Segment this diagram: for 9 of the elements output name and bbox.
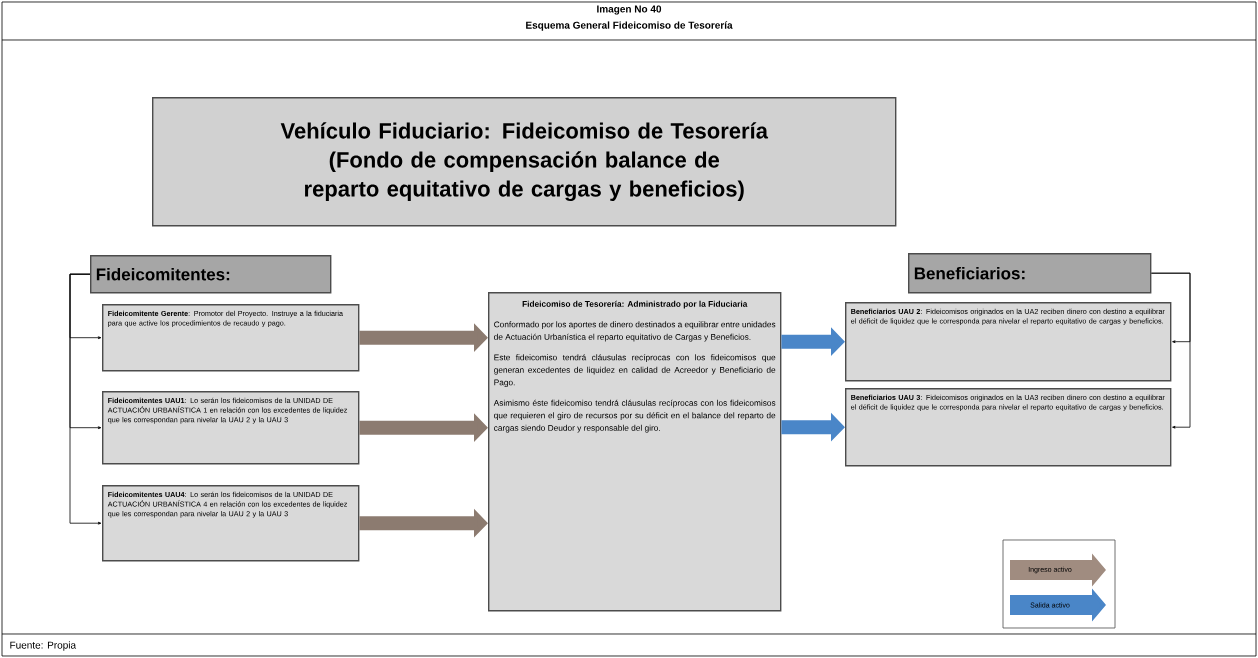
group-header: Fideicomitentes: bbox=[90, 255, 332, 294]
figure-number: Imagen No 40 bbox=[597, 5, 662, 15]
connector-line bbox=[1151, 272, 1191, 429]
figure-title: Esquema General Fideicomiso de Tesorería bbox=[526, 21, 733, 31]
source-note: Fuente: Propia bbox=[10, 641, 77, 651]
process-box: Fideicomiso de Tesorería: Administrado por la Fiduciaria Conformado por los aportes de dinero destinados a equilibrar entre unidades de Actuación Urbanística el reparto equitativo de Cargas y Beneficios. Este fideicomiso tendrá cláusulas recíprocas con los fideicomisos que generan excedentes de liquidez en calidad de Acreedor y Beneficiario de Pago. Asimismo éste fideicomiso tendrá cláusulas recíprocas con los fideicomisos que requieren el giro de recursos por su déficit en el balance del reparto de cargas siendo Deudor y responsable del giro. bbox=[488, 292, 782, 612]
connector-line bbox=[69, 273, 102, 525]
group-header: Beneficiarios: bbox=[908, 253, 1152, 294]
title-box: Vehículo Fiduciario: Fideicomiso de Tesorería (Fondo de compensación balance de reparto equitativo de cargas y beneficios) bbox=[152, 97, 897, 227]
